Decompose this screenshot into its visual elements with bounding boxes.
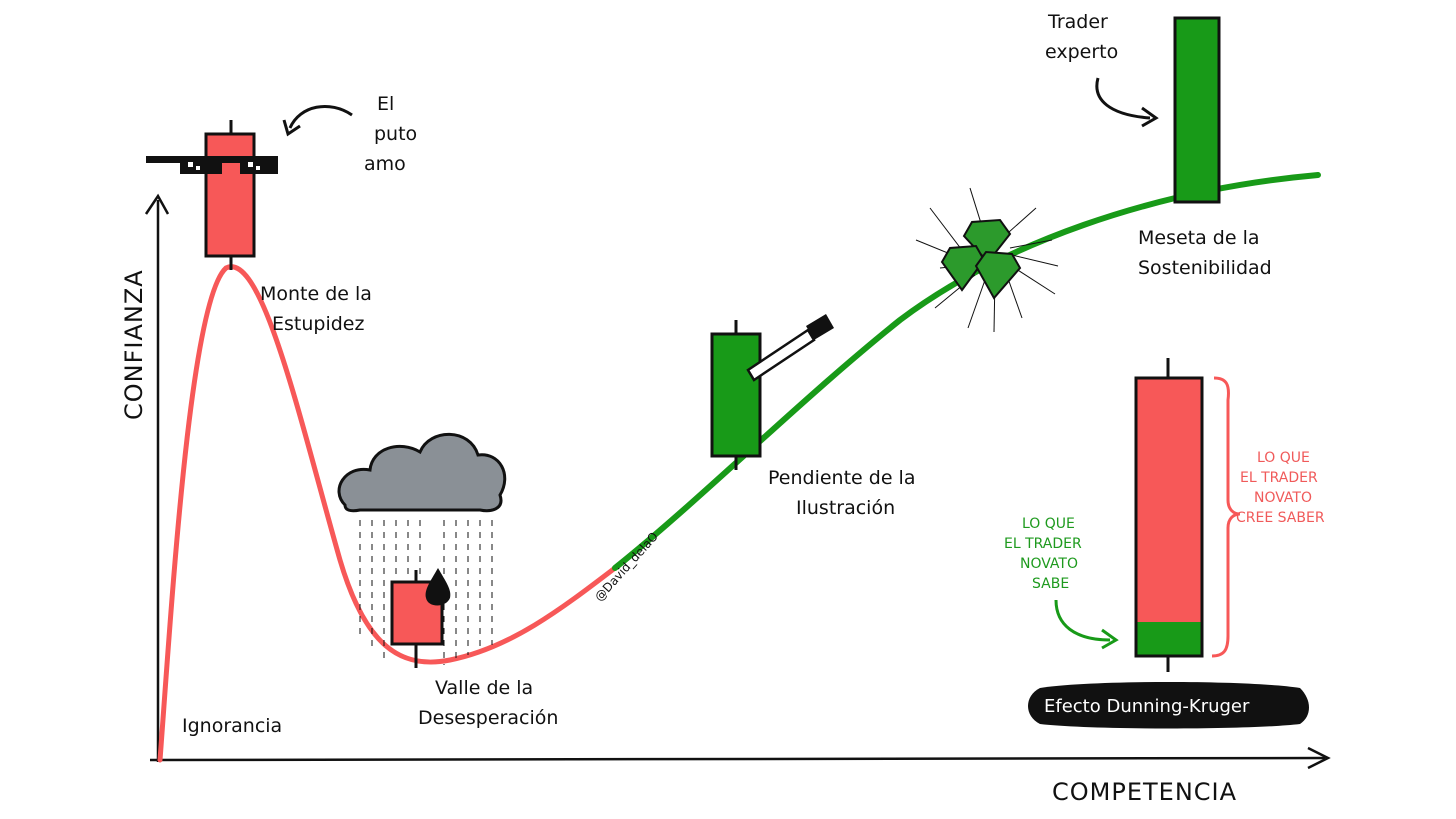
expert-arrow <box>1095 77 1151 120</box>
plateau-label-line1: Meseta de la <box>1138 227 1260 249</box>
boss-arrow <box>288 104 353 129</box>
peak-label-line2: Estupidez <box>272 313 364 335</box>
peak-candle <box>204 120 256 270</box>
valley-label-line1: Valle de la <box>435 677 533 699</box>
slope-candle <box>710 320 762 470</box>
x-axis-arrow <box>1307 746 1331 770</box>
badge-label: Efecto Dunning-Kruger <box>1044 696 1250 717</box>
expert-candle <box>1173 16 1221 204</box>
plateau-label-line2: Sostenibilidad <box>1138 257 1272 279</box>
believes-text: LO QUE EL TRADER NOVATO CREE SABER <box>1236 450 1325 526</box>
legend-candle <box>1134 358 1204 672</box>
tear-drop-icon <box>425 568 451 606</box>
svg-text:LO QUE: LO QUE <box>1022 516 1075 532</box>
boss-note-line2: puto <box>374 123 417 145</box>
svg-text:NOVATO: NOVATO <box>1020 556 1078 572</box>
knows-arrow <box>1054 599 1111 642</box>
svg-text:LO QUE: LO QUE <box>1257 450 1310 466</box>
gems-icon <box>915 187 1059 333</box>
boss-note-line3: amo <box>364 153 406 175</box>
y-axis-arrow <box>144 193 170 215</box>
svg-text:SABE: SABE <box>1032 576 1069 592</box>
signature: @David_delaO <box>592 529 661 604</box>
believes-bracket <box>1211 376 1241 658</box>
knows-text: LO QUE EL TRADER NOVATO SABE <box>1004 516 1082 592</box>
y-axis-label: CONFIANZA <box>120 269 148 420</box>
expert-note-line2: experto <box>1045 41 1118 63</box>
curve-green-segment <box>612 172 1321 571</box>
slope-label-line1: Pendiente de la <box>768 467 915 489</box>
axes: CONFIANZA COMPETENCIA <box>120 193 1331 806</box>
boss-note-line1: El <box>377 93 394 115</box>
expert-note-line1: Trader <box>1047 11 1108 33</box>
svg-text:EL TRADER: EL TRADER <box>1004 536 1082 552</box>
valley-label-line2: Desesperación <box>418 707 558 729</box>
x-axis-line <box>149 756 1326 762</box>
x-axis-label: COMPETENCIA <box>1052 778 1237 806</box>
slope-label-line2: Ilustración <box>796 497 895 519</box>
peak-label-line1: Monte de la <box>260 283 372 305</box>
svg-text:CREE SABER: CREE SABER <box>1236 510 1325 526</box>
dunning-kruger-badge: Efecto Dunning-Kruger <box>1028 682 1309 729</box>
svg-text:EL TRADER: EL TRADER <box>1240 470 1318 486</box>
sunglasses-icon <box>146 156 278 174</box>
telescope-icon <box>746 314 834 382</box>
svg-text:NOVATO: NOVATO <box>1254 490 1312 506</box>
start-label: Ignorancia <box>182 715 282 737</box>
curve-red-segment <box>157 264 618 763</box>
